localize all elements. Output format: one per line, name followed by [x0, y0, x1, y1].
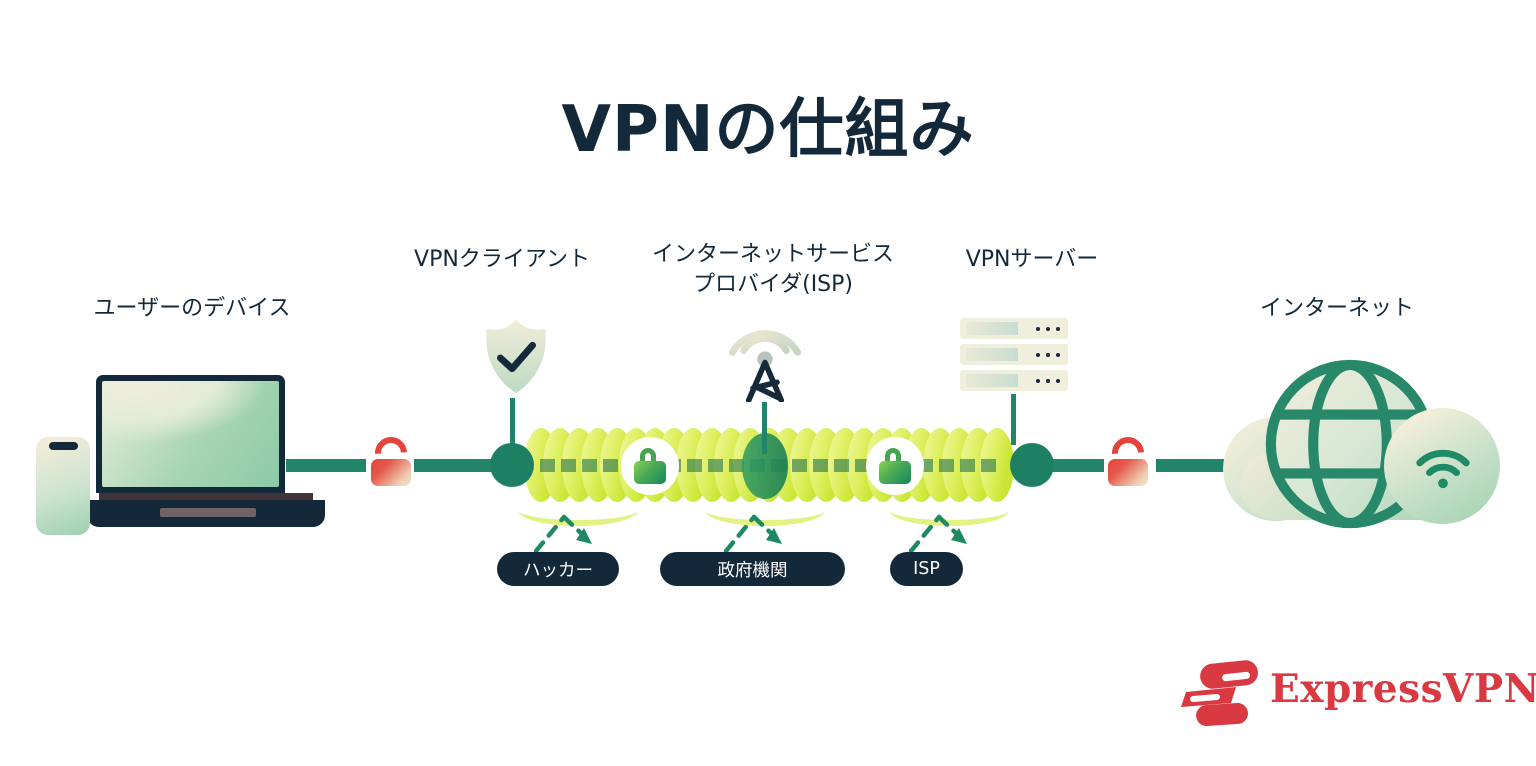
server-unit	[960, 344, 1068, 365]
server-led	[1046, 353, 1050, 357]
connector-stem	[762, 402, 767, 454]
server-unit	[960, 370, 1068, 391]
server-led	[1046, 379, 1050, 383]
connector-stem	[1011, 394, 1016, 445]
closed-padlock-icon	[866, 437, 924, 495]
deflected-arrow-icon	[723, 514, 782, 554]
server-led	[1036, 327, 1040, 331]
line-segment	[286, 459, 366, 472]
line-segment	[414, 459, 500, 472]
deflected-arrow-icon	[908, 514, 967, 554]
closed-padlock-shackle	[640, 448, 656, 464]
deflected-arrow-icon	[533, 514, 592, 554]
line-segment	[1156, 459, 1240, 472]
page-title: VPNの仕組み	[561, 93, 975, 167]
label-user-device: ユーザーのデバイス	[93, 296, 291, 321]
server-led	[1046, 327, 1050, 331]
closed-padlock-body	[879, 461, 911, 484]
deflect-arc	[889, 494, 1009, 526]
open-padlock-body	[1108, 459, 1148, 486]
laptop-icon	[96, 375, 285, 493]
server-panel	[966, 348, 1018, 361]
label-vpn-server: VPNサーバー	[965, 247, 1099, 272]
wifi-icon	[1416, 450, 1470, 489]
label-isp-line2: プロバイダ(ISP)	[692, 272, 854, 297]
server-panel	[966, 322, 1018, 335]
server-led	[1056, 379, 1060, 383]
label-isp: インターネットサービス プロバイダ(ISP)	[652, 240, 894, 300]
closed-padlock	[634, 448, 666, 484]
closed-padlock	[879, 448, 911, 484]
deflect-arc	[518, 494, 638, 526]
open-padlock-icon	[366, 430, 416, 490]
server-unit	[960, 318, 1068, 339]
shield-check-icon	[486, 318, 546, 394]
server-led	[1036, 379, 1040, 383]
phone-notch	[49, 442, 78, 450]
server-led	[1036, 353, 1040, 357]
expressvpn-logo-icon	[1181, 660, 1258, 727]
line-segment	[1050, 459, 1104, 472]
server-led	[1056, 327, 1060, 331]
threat-badge-hacker: ハッカー	[497, 552, 619, 586]
laptop-screen	[102, 381, 279, 487]
phone-icon	[36, 437, 90, 535]
connector-stem	[510, 398, 515, 446]
closed-padlock-body	[634, 461, 666, 484]
tunnel-exit-node	[1010, 443, 1054, 487]
radio-tower-icon	[729, 330, 801, 402]
label-isp-line1: インターネットサービス	[651, 242, 895, 267]
server-panel	[966, 374, 1018, 387]
threat-badge-isp: ISP	[890, 552, 963, 586]
label-internet: インターネット	[1259, 296, 1415, 321]
closed-padlock-icon	[621, 437, 679, 495]
deflect-arc	[705, 494, 825, 526]
server-led	[1056, 353, 1060, 357]
threat-badge-government: 政府機関	[660, 552, 845, 586]
server-stack-icon	[960, 318, 1068, 391]
expressvpn-wordmark: ExpressVPN	[1270, 666, 1536, 712]
expressvpn-logo: ExpressVPN	[1176, 656, 1536, 736]
tunnel-entry-node	[490, 443, 534, 487]
label-vpn-client: VPNクライアント	[414, 247, 590, 272]
open-padlock-body	[371, 459, 411, 486]
laptop-touchpad	[160, 508, 256, 517]
closed-padlock-shackle	[885, 448, 901, 464]
open-padlock-icon	[1103, 430, 1153, 490]
